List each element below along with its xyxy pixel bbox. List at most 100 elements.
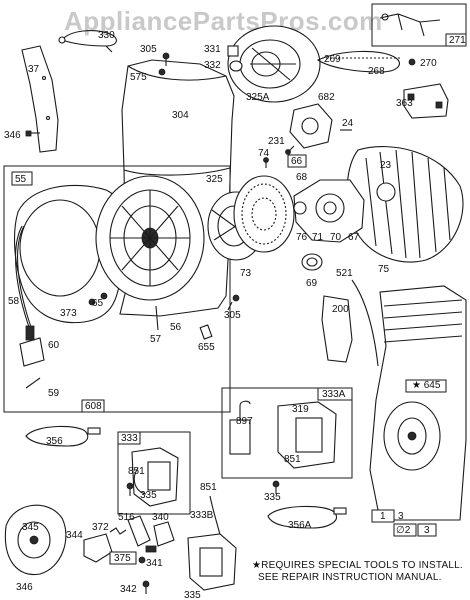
part-55-rewind-starter-box[interactable] — [3, 165, 231, 413]
watermark-text: AppliancePartsPros.com — [64, 6, 383, 36]
label-305-mid: 305 — [224, 310, 241, 321]
label-200: 200 — [332, 304, 349, 315]
label-342: 342 — [120, 584, 137, 595]
part-23-flywheel[interactable] — [346, 146, 464, 263]
part-200-plate[interactable] — [321, 295, 353, 363]
part-rewind-pulley[interactable] — [95, 175, 205, 301]
part-363-bracket[interactable] — [403, 83, 449, 119]
label-71: 71 — [312, 232, 324, 243]
label-333b: 333B — [190, 510, 214, 521]
part-66-box[interactable] — [287, 154, 307, 168]
part-655-clip[interactable] — [199, 324, 213, 340]
label-58: 58 — [8, 296, 20, 307]
part-74-screw[interactable] — [263, 157, 269, 169]
part-333a-module[interactable] — [229, 400, 337, 469]
part-333b-module[interactable] — [187, 533, 237, 591]
label-268: 268 — [368, 66, 385, 77]
label-73: 73 — [240, 268, 252, 279]
label-372: 372 — [92, 522, 109, 533]
label-373: 373 — [60, 308, 77, 319]
part-346-screw[interactable] — [25, 130, 40, 137]
label-333: 333 — [121, 433, 138, 444]
part-68-clutch[interactable] — [293, 179, 365, 243]
part-333a-box[interactable] — [221, 387, 353, 479]
label-335-b: 335 — [264, 492, 281, 503]
part-342-screw[interactable] — [142, 580, 150, 594]
label-65: 65 — [92, 298, 104, 309]
label-341: 341 — [146, 558, 163, 569]
label-340: 340 — [152, 512, 169, 523]
part-516-lever[interactable] — [127, 515, 151, 547]
part-305-screw-mid[interactable] — [227, 294, 240, 311]
part-373-screw[interactable] — [88, 298, 96, 306]
part-231-screw[interactable] — [285, 145, 295, 155]
part-521-wire[interactable] — [351, 279, 379, 367]
label-363: 363 — [396, 98, 413, 109]
part-335-screw-a[interactable] — [126, 482, 134, 496]
part-271-bracket[interactable] — [371, 3, 467, 47]
part-269-band[interactable] — [316, 50, 400, 73]
part-332-washer[interactable] — [229, 60, 243, 72]
part-575-screw[interactable] — [158, 68, 166, 76]
part-341-screw[interactable] — [138, 556, 146, 564]
label-331: 331 — [204, 44, 221, 55]
part-57-spring[interactable] — [155, 305, 159, 331]
part-608-box[interactable] — [81, 399, 105, 413]
part-1-box[interactable] — [371, 509, 395, 523]
part-270-screw[interactable] — [408, 58, 416, 66]
label-335-c: 335 — [184, 590, 201, 600]
part-2-box[interactable] — [393, 523, 437, 537]
part-58-rope[interactable] — [15, 225, 33, 331]
part-325a-screen[interactable] — [227, 25, 321, 103]
part-356-wire[interactable] — [25, 425, 101, 447]
label-330: 330 — [98, 30, 115, 41]
part-59-pin[interactable] — [25, 377, 41, 389]
part-335-screw-b[interactable] — [272, 480, 280, 494]
label-59: 59 — [48, 388, 60, 399]
label-304: 304 — [172, 110, 189, 121]
part-69-washer[interactable] — [301, 253, 323, 271]
label-333a: 333A — [322, 389, 346, 400]
label-345: 345 — [22, 522, 39, 533]
part-73-screen[interactable] — [233, 175, 295, 253]
part-rewind-cup[interactable] — [14, 184, 123, 324]
label-682: 682 — [318, 92, 335, 103]
label-608: 608 — [85, 401, 102, 412]
part-645-box — [405, 379, 447, 393]
label-645: ★ 645 — [412, 380, 441, 391]
part-340-governor[interactable] — [145, 521, 175, 553]
part-682-plate[interactable] — [289, 103, 333, 149]
label-69: 69 — [306, 278, 318, 289]
part-345-cover[interactable] — [4, 504, 67, 576]
part-356a-wire[interactable] — [267, 505, 347, 529]
label-335-a: 335 — [140, 490, 157, 501]
part-60-handle[interactable] — [19, 325, 45, 367]
part-372-spring[interactable] — [109, 527, 127, 535]
label-68: 68 — [296, 172, 308, 183]
label-305-top: 305 — [140, 44, 157, 55]
part-333-armature[interactable] — [131, 447, 179, 507]
part-65-screw[interactable] — [100, 292, 108, 300]
special-tools-note: ★REQUIRES SPECIAL TOOLS TO INSTALL. — [252, 560, 463, 571]
part-engine-block[interactable] — [369, 285, 467, 521]
label-521: 521 — [336, 268, 353, 279]
label-269: 269 — [324, 54, 341, 65]
part-375-box[interactable] — [109, 551, 137, 565]
part-305-screw-top[interactable] — [162, 52, 170, 66]
label-897: 897 — [236, 416, 253, 427]
label-375: 375 — [114, 553, 131, 564]
part-330-wire[interactable] — [58, 30, 117, 53]
label-332: 332 — [204, 60, 221, 71]
part-333-armature-box[interactable] — [117, 431, 191, 515]
label-575: 575 — [130, 72, 147, 83]
part-331-nut[interactable] — [227, 45, 239, 57]
label-57: 57 — [150, 334, 162, 345]
label-346-top: 346 — [4, 130, 21, 141]
label-24: 24 — [342, 118, 354, 129]
part-37-baffle[interactable] — [21, 45, 59, 153]
label-516: 516 — [118, 512, 135, 523]
label-270: 270 — [420, 58, 437, 69]
label-74: 74 — [258, 148, 270, 159]
part-344-bracket[interactable] — [83, 533, 113, 563]
label-851-left: 851 — [128, 466, 145, 477]
